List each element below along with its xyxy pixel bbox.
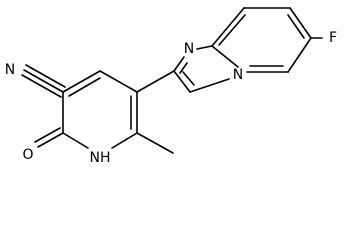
bond-n1-c8a (196, 45, 213, 50)
atom-label-ring-nh: NH (90, 150, 111, 166)
bond-c8a-c8-inner (218, 14, 246, 46)
pyridine-ring (211, 7, 312, 73)
bond-c6-n1 (111, 132, 138, 149)
bond-c7-c6-inner (287, 14, 305, 39)
atom-label-bridge-n: N (233, 67, 243, 83)
bond-c6-c5 (287, 37, 312, 73)
bond-c3-c4 (62, 70, 101, 93)
carbonyl-double-bond (34, 127, 64, 148)
atom-label-lactam-o: O (22, 147, 33, 163)
atom-label-imine-n: N (184, 41, 194, 57)
bond-c2-n1 (173, 56, 185, 72)
bond-c3-c2-inner (182, 71, 195, 86)
bond-n4-c3 (189, 78, 230, 93)
structure-diagram: N O NH N N F (5, 7, 337, 166)
bond-c8a-c8 (211, 7, 245, 47)
bond-c7-c6 (289, 7, 312, 39)
pyridinone-ring (62, 70, 138, 149)
bond-c3-c2 (173, 70, 191, 93)
atom-label-nitrile-n: N (5, 62, 15, 78)
bond-c3-c4-inner (68, 77, 101, 97)
bond-c4-c5 (99, 70, 138, 93)
atom-label-fluorine: F (329, 30, 337, 46)
methyl-bond (136, 132, 174, 154)
bond-c2-n1-inner (179, 62, 188, 74)
imidazole-ring (173, 45, 239, 93)
biaryl-bond (136, 70, 175, 93)
molecule-drawing: N O NH N N F (5, 7, 337, 166)
bond-n1-c2 (62, 132, 89, 149)
nitrile-triple-bond (21, 64, 66, 98)
bond-c8a-n4 (211, 45, 239, 68)
